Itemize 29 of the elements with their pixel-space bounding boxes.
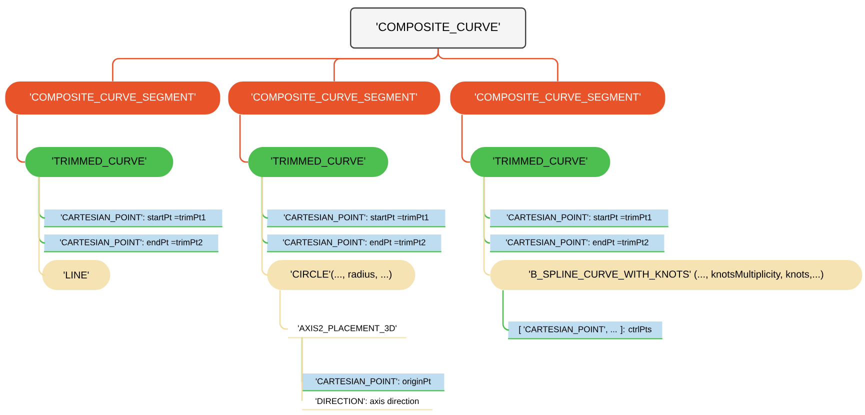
segment-box: 'COMPOSITE_CURVE_SEGMENT' — [450, 82, 666, 114]
curve-box: 'TRIMMED_CURVE' — [25, 147, 174, 177]
placement-label: 'AXIS2_PLACEMENT_3D' — [288, 325, 406, 338]
connector-line — [239, 114, 248, 163]
placement-label: 'DIRECTION': axis direction — [302, 398, 432, 410]
curve-box: 'TRIMMED_CURVE' — [470, 147, 610, 177]
root-box: 'COMPOSITE_CURVE' — [350, 7, 526, 49]
point-box: [ 'CARTESIAN_POINT', ... ]: ctrlPts — [508, 322, 662, 340]
connector-line — [437, 48, 558, 82]
connector-line — [16, 114, 25, 163]
point-box: 'CARTESIAN_POINT': startPt =trimPt1 — [267, 210, 446, 228]
point-box: 'CARTESIAN_POINT': endPt =trimPt2 — [490, 234, 664, 252]
geometry-box: 'B_SPLINE_CURVE_WITH_KNOTS' (..., knotsMultiplicity, knots,...) — [490, 260, 862, 290]
curve-box: 'TRIMMED_CURVE' — [248, 147, 388, 177]
connector-line — [483, 177, 490, 276]
point-box: 'CARTESIAN_POINT': endPt =trimPt2 — [44, 234, 218, 252]
point-box: 'CARTESIAN_POINT': originPt — [302, 374, 444, 392]
connector-line — [279, 290, 288, 330]
segment-box: 'COMPOSITE_CURVE_SEGMENT' — [228, 82, 440, 114]
point-box: 'CARTESIAN_POINT': startPt =trimPt1 — [490, 210, 668, 228]
connector-line — [461, 114, 470, 163]
connector-line — [301, 338, 303, 401]
segment-box: 'COMPOSITE_CURVE_SEGMENT' — [5, 82, 220, 114]
geometry-box: 'CIRCLE'(..., radius, ...) — [267, 260, 416, 290]
geometry-box: 'LINE' — [42, 260, 110, 290]
point-box: 'CARTESIAN_POINT': startPt =trimPt1 — [44, 210, 222, 228]
connector-line — [502, 290, 510, 331]
connector-line — [261, 177, 269, 276]
point-box: 'CARTESIAN_POINT': endPt =trimPt2 — [267, 234, 442, 252]
